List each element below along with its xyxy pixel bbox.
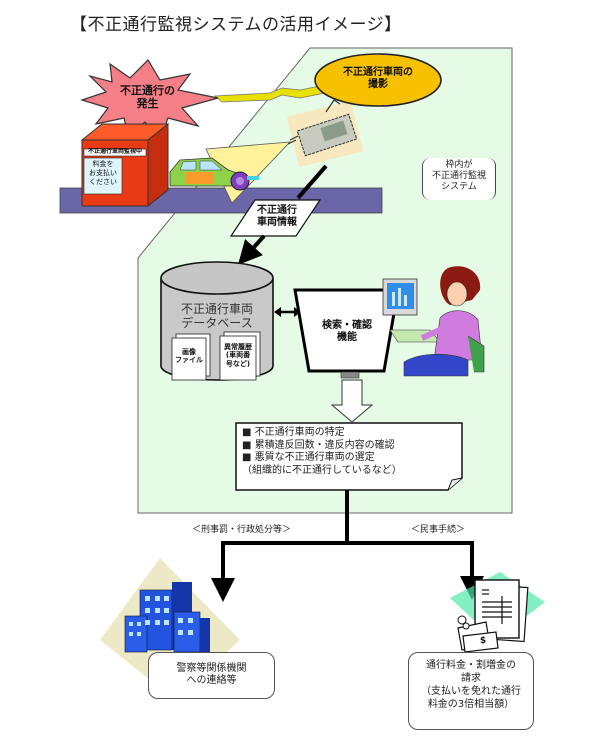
- capture-callout: [314, 53, 442, 107]
- money-symbol: $: [479, 636, 487, 646]
- system-label-box: 枠内が 不正通行監視 システム: [422, 158, 496, 200]
- toll-claim-line: 請求: [461, 673, 481, 684]
- booth-notice-line: お支払い: [89, 168, 117, 177]
- image-files-line: 画像: [182, 348, 196, 356]
- civil-branch-label: ＜民事手続＞: [411, 525, 466, 535]
- results-box-fold: [447, 477, 463, 491]
- search-funnel: [293, 288, 400, 373]
- toll-claim-line: 通行料金・割増金の: [426, 660, 516, 671]
- result-item: ■ 悪質な不正通行車両の選定: [242, 452, 375, 463]
- toll-claim-box: 通行料金・割増金の 請求 （支払いを免れた通行 料金の3倍相当額）: [408, 652, 534, 730]
- info-label-line: 車両情報: [257, 217, 297, 228]
- database-title-line: データベース: [181, 316, 253, 331]
- toll-booth: [80, 122, 170, 208]
- incident-burst-line: 不正通行の: [120, 84, 175, 97]
- toll-claim-label: 通行料金・割増金の 請求 （支払いを免れた通行 料金の3倍相当額）: [409, 659, 533, 711]
- result-arrow: [330, 379, 374, 423]
- system-label-line: 枠内が: [445, 160, 473, 170]
- booth-notice-line: 料金を: [92, 160, 114, 168]
- car-icon: [169, 157, 259, 191]
- database-title: 不正通行車両 データベース: [167, 302, 267, 331]
- info-label: 不正通行 車両情報: [244, 205, 310, 229]
- branch-lines: [223, 490, 472, 545]
- operator-at-computer: [382, 266, 485, 377]
- capture-callout-label: 不正通行車両の 撮影: [336, 67, 420, 91]
- data-flow-line: [296, 164, 328, 200]
- criminal-branch-label: ＜刑事罰・行政処分等＞: [192, 525, 292, 535]
- camera-icon: [286, 99, 364, 168]
- booth-notice-line: ください: [89, 177, 117, 186]
- diagram-title: 【不正通行監視システムの活用イメージ】: [70, 15, 402, 35]
- results-list: ■ 不正通行車両の特定 ■ 累積違反回数・違反内容の確認 ■ 悪質な不正通行車両…: [242, 427, 402, 477]
- incident-burst-label: 不正通行の 発生: [120, 84, 175, 110]
- data-flow-arrow: [237, 234, 266, 265]
- system-label-line: 不正通行監視: [431, 170, 486, 181]
- history-doc-line: 号など): [225, 359, 251, 368]
- search-function-line: 機能: [337, 332, 357, 343]
- police-contact-label: 警察等関係機関 への連絡等: [149, 663, 274, 687]
- invoice-icon: [450, 572, 545, 653]
- info-label-box: [229, 199, 322, 237]
- system-label-line: システム: [441, 181, 477, 192]
- database-cylinder: [160, 261, 274, 381]
- booth-sign: 不正通行車両監視中: [87, 148, 142, 155]
- system-label: 枠内が 不正通行監視 システム: [423, 160, 495, 192]
- booth-notice: 料金を お支払い ください: [85, 160, 121, 186]
- capture-callout-line: 撮影: [368, 79, 388, 90]
- history-doc-line: 異常履歴: [224, 343, 252, 351]
- incident-burst-line: 発生: [136, 97, 159, 111]
- police-contact-box: 警察等関係機関 への連絡等: [148, 652, 275, 699]
- image-files-line: ファイル: [175, 356, 203, 365]
- result-item: ■ 不正通行車両の特定: [242, 427, 345, 438]
- funnel-neck: [340, 371, 360, 379]
- result-item: （組織的に不正通行しているなど）: [242, 464, 402, 476]
- search-function-label: 検索・確認 機能: [310, 320, 384, 344]
- police-contact-line: 警察等関係機関: [176, 663, 247, 674]
- toll-claim-line: 料金の3倍相当額）: [427, 699, 515, 710]
- history-doc: 異常履歴 (車両番 号など): [220, 343, 256, 368]
- result-item: ■ 累積違反回数・違反内容の確認: [242, 439, 395, 451]
- police-contact-line: への連絡等: [186, 675, 237, 686]
- link-arrowhead-left: [274, 307, 281, 317]
- toll-claim-line: （支払いを免れた通行: [421, 686, 521, 697]
- history-doc-line: (車両番: [225, 351, 251, 360]
- info-label-line: 不正通行: [257, 205, 297, 216]
- search-function-line: 検索・確認: [322, 320, 372, 331]
- database-title-line: 不正通行車両: [180, 302, 253, 316]
- capture-callout-line: 不正通行車両の: [343, 67, 413, 78]
- image-files-doc: 画像 ファイル: [172, 348, 206, 365]
